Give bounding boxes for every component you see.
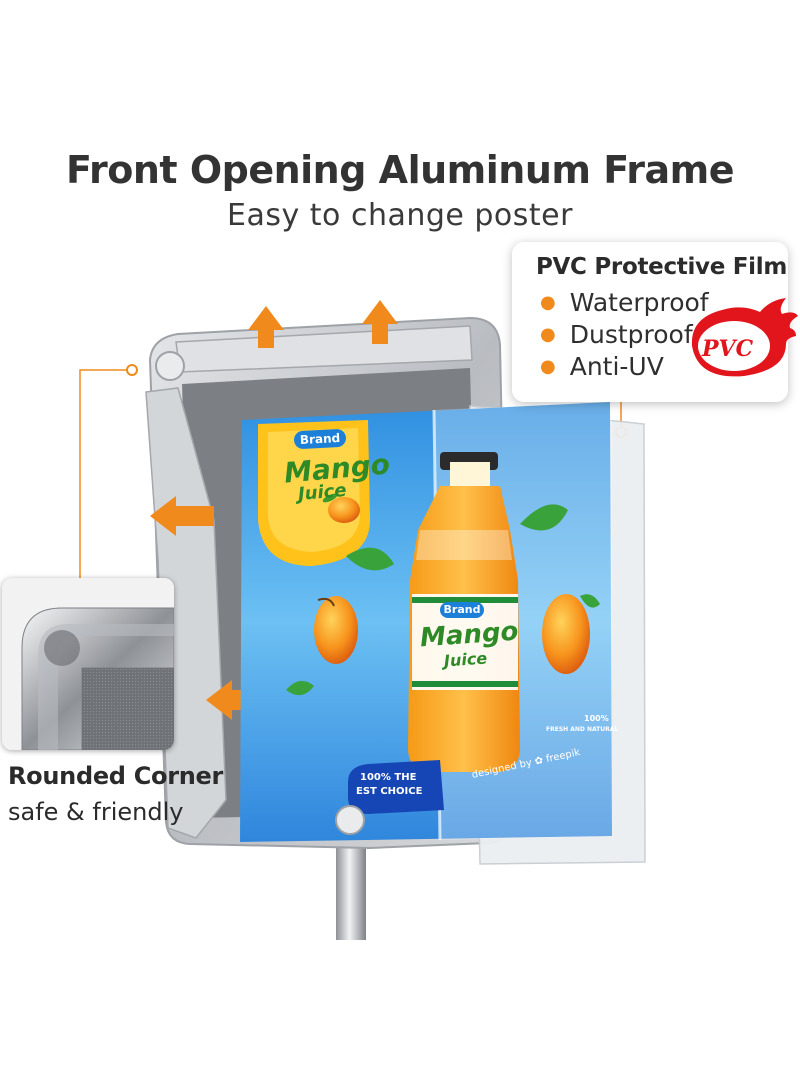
pvc-flame-badge [691,298,798,377]
leaf-icon-1 [346,547,394,571]
choice-line-1: 100% THE [360,772,417,783]
arrow-left-icon-2 [206,680,252,720]
corner-callout-line [79,369,132,578]
pvc-badge-label: PVC [702,336,754,362]
fresh-line-1: 100% [584,714,609,723]
frame-corner-top-left [155,351,185,381]
poster-brand-badge: Brand [293,428,347,450]
poster-product-sub: Juice [297,479,348,506]
feature-item: ●Anti-UV [540,352,664,381]
bullet-icon: ● [540,356,556,377]
rounded-corner-inset [2,578,174,750]
corner-callout-subtitle: safe & friendly [8,798,184,826]
choice-line-2: EST CHOICE [356,786,423,797]
bullet-icon: ● [540,292,556,313]
arrow-up-icon-2 [362,300,398,344]
mango-right [542,594,590,674]
page-title: Front Opening Aluminum Frame [66,148,734,192]
bottle-product-sub: Juice [443,648,488,671]
page-subtitle: Easy to change poster [227,198,573,233]
open-arrow-icons [150,300,398,720]
rounded-corner-image [2,578,174,750]
arrow-left-icon-1 [150,496,214,536]
bottle-brand-badge: Brand [440,602,484,618]
pvc-callout-title: PVC Protective Film [536,254,787,280]
feature-item: ●Dustproof [540,320,693,349]
bullet-icon: ● [540,324,556,345]
arrow-up-icon-1 [248,306,284,348]
corner-callout-title: Rounded Corner [8,762,224,790]
fresh-line-2: FRESH AND NATURAL [546,726,619,733]
mango-left [314,596,358,664]
choice-badge [348,760,444,814]
juice-bottle [408,452,520,772]
feature-item: ●Waterproof [540,288,709,317]
leaf-icon-2 [520,504,568,531]
